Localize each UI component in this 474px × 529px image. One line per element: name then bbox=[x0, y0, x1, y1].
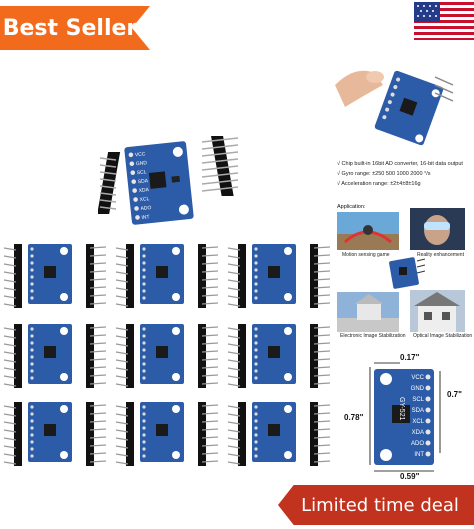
app-label-ois: Optical Image Stabilization bbox=[413, 333, 473, 339]
svg-text:ADO: ADO bbox=[140, 205, 152, 212]
svg-text:INT: INT bbox=[414, 452, 424, 458]
finger-module-photo bbox=[335, 55, 460, 150]
grid-module-8 bbox=[115, 402, 219, 466]
grid-module-2 bbox=[115, 244, 219, 308]
grid-module-4 bbox=[3, 324, 107, 388]
svg-text:XDA: XDA bbox=[138, 187, 150, 194]
dim-right: 0.7" bbox=[447, 390, 462, 399]
spec-line-1: √ Chip built-in 16bit AD converter, 16-b… bbox=[337, 161, 463, 167]
best-seller-badge: Best Seller bbox=[0, 6, 150, 50]
svg-text:XDA: XDA bbox=[412, 430, 424, 436]
motion-game-photo bbox=[337, 212, 399, 250]
grid-module-3 bbox=[227, 244, 331, 308]
svg-text:VCC: VCC bbox=[135, 151, 147, 158]
grid-module-9 bbox=[227, 402, 331, 466]
svg-text:INT: INT bbox=[141, 214, 150, 221]
dim-left: 0.78" bbox=[344, 413, 364, 422]
grid-module-5 bbox=[115, 324, 219, 388]
svg-text:ADO: ADO bbox=[411, 441, 424, 447]
us-flag-icon bbox=[414, 2, 474, 40]
best-seller-label: Best Seller bbox=[2, 15, 138, 41]
grid-module-7 bbox=[3, 402, 107, 466]
grid-module-6 bbox=[227, 324, 331, 388]
svg-text:GND: GND bbox=[411, 386, 425, 392]
svg-text:SCL: SCL bbox=[137, 169, 148, 176]
svg-text:VCC: VCC bbox=[411, 375, 424, 381]
spec-line-3: √ Acceleration range: ±2±4±8±16g bbox=[337, 181, 421, 187]
reality-photo bbox=[410, 208, 465, 250]
svg-text:GY-521: GY-521 bbox=[398, 397, 405, 421]
svg-text:SDA: SDA bbox=[412, 408, 424, 414]
application-title: Application: bbox=[337, 204, 366, 210]
spec-line-2: √ Gyro range: ±250 500 1000 2000 °/s bbox=[337, 171, 431, 177]
limited-deal-label: Limited time deal bbox=[301, 494, 459, 516]
svg-text:SDA: SDA bbox=[137, 178, 149, 185]
app-label-motion-game: Motion sensing game bbox=[342, 252, 390, 258]
eis-photo bbox=[337, 292, 399, 332]
svg-text:SCL: SCL bbox=[412, 397, 424, 403]
dimension-lines bbox=[369, 362, 441, 472]
svg-text:XCL: XCL bbox=[412, 419, 424, 425]
app-label-eis: Electronic Image Stabilization bbox=[340, 333, 406, 339]
center-module-photo bbox=[389, 257, 425, 289]
svg-text:XCL: XCL bbox=[139, 196, 150, 203]
ois-photo bbox=[410, 290, 465, 332]
header-pins-left bbox=[98, 152, 121, 214]
dimension-board: VCC GND SCL SDA XCL XDA ADO INT GY-521 bbox=[374, 369, 434, 465]
svg-text:GND: GND bbox=[136, 160, 148, 167]
dim-bottom: 0.59" bbox=[400, 472, 420, 481]
grid-module-1 bbox=[3, 244, 107, 308]
app-label-reality: Reality enhancement bbox=[417, 252, 464, 258]
limited-deal-badge: Limited time deal bbox=[278, 485, 474, 525]
main-module-image: VCC GND SCL SDA XDA XCL ADO INT bbox=[98, 136, 239, 225]
dim-top: 0.17" bbox=[400, 353, 420, 362]
